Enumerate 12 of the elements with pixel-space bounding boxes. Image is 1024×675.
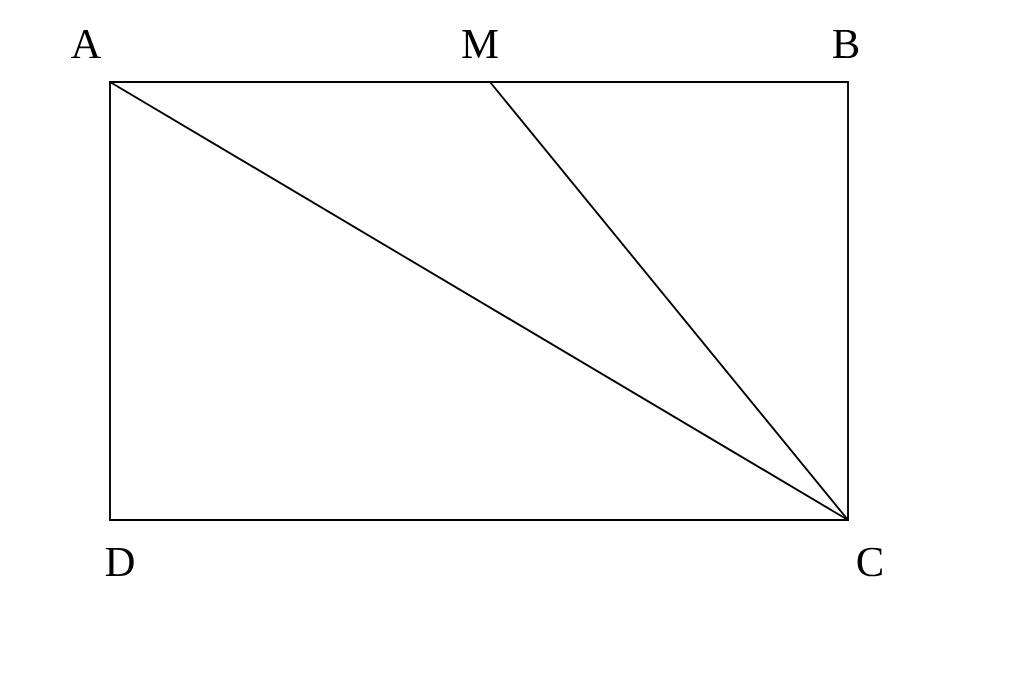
point-label: B xyxy=(833,29,859,59)
line-segment xyxy=(489,81,849,521)
line-segment xyxy=(109,519,849,521)
point-label: C xyxy=(857,547,882,577)
line-segment xyxy=(109,81,849,521)
line-segment xyxy=(109,81,491,83)
point-label: D xyxy=(105,548,134,576)
line-segment xyxy=(847,81,849,521)
line-segment xyxy=(109,81,111,521)
line-segment xyxy=(489,81,849,83)
point-label: A xyxy=(71,29,102,59)
point-label: M xyxy=(462,30,498,58)
